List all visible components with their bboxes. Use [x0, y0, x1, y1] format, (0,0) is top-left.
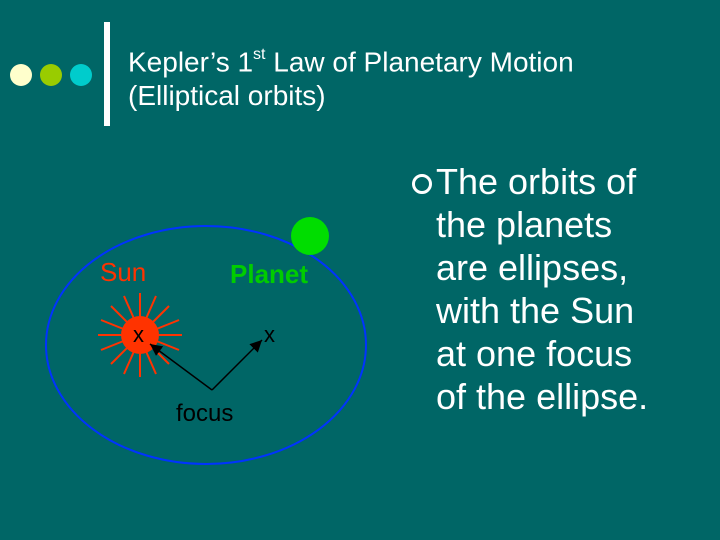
bullet-line: with the Sun — [436, 290, 635, 331]
title-line-2: (Elliptical orbits) — [128, 80, 326, 112]
title-prefix: Kepler’s 1 — [128, 46, 254, 78]
bullet-line: The orbits of — [436, 161, 637, 202]
sun-rays — [98, 293, 182, 377]
title-superscript: st — [253, 46, 266, 63]
planet — [291, 217, 329, 255]
decorative-dot-cyan — [70, 64, 92, 86]
sun-label: Sun — [100, 257, 146, 287]
empty-focus-mark: x — [264, 322, 275, 347]
decorative-dot-green — [40, 64, 62, 86]
circle-bullet-icon — [412, 174, 432, 194]
title-line-1: Kepler’s 1st Law of Planetary Motion — [128, 40, 574, 79]
decorative-dot-cream — [10, 64, 32, 86]
bullet-line: the planets — [436, 204, 613, 245]
title-divider — [104, 22, 110, 126]
bullet-line: of the ellipse. — [436, 376, 649, 417]
arrow-to-sun-focus — [149, 343, 213, 391]
orbit-ellipse — [45, 225, 367, 465]
slide-title: Kepler’s 1st Law of Planetary Motion (El… — [128, 40, 574, 113]
sun — [121, 316, 159, 354]
arrow-to-empty-focus — [211, 339, 263, 391]
bullet-line: at one focus — [436, 333, 633, 374]
bullet-line: are ellipses, — [436, 247, 629, 288]
sun-focus-mark: x — [133, 322, 144, 347]
bullet-text: The orbits of the planets are ellipses, … — [436, 160, 696, 418]
bullet-point: The orbits of the planets are ellipses, … — [412, 160, 696, 418]
focus-label: focus — [176, 400, 233, 427]
title-suffix: Law of Planetary Motion — [265, 46, 574, 78]
planet-label: Planet — [230, 259, 308, 289]
